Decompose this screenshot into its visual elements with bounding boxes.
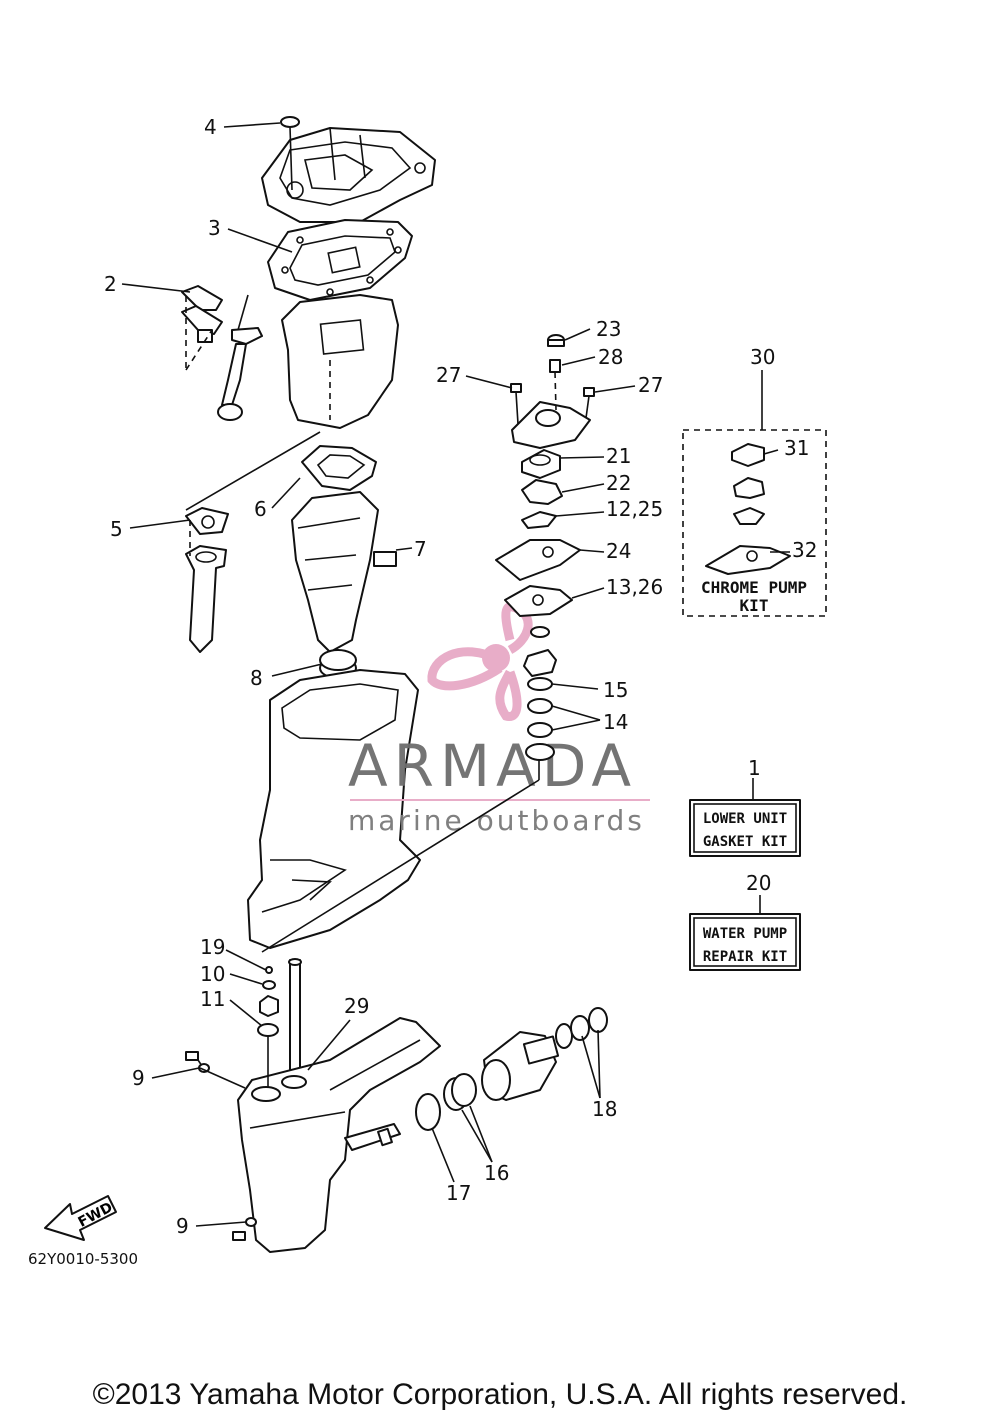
callout-6: 6 <box>254 497 267 521</box>
callout-30: 30 <box>750 345 775 369</box>
part-4-cap <box>280 116 300 191</box>
callout-11: 11 <box>200 987 225 1011</box>
callout-21: 21 <box>606 444 631 468</box>
water-kit-line1: WATER PUMP <box>703 926 787 942</box>
part-22-impeller <box>521 479 563 505</box>
copyright-notice: ©2013 Yamaha Motor Corporation, U.S.A. A… <box>92 1378 908 1411</box>
part-7-rubber <box>373 551 397 567</box>
lower-pump-parts <box>523 626 557 780</box>
callout-13-26: 13,26 <box>606 575 663 599</box>
part-13-26-gasket <box>504 585 573 617</box>
lower-kit-line2: GASKET KIT <box>703 834 787 850</box>
callout-12-25: 12,25 <box>606 497 663 521</box>
oil-pan <box>281 294 399 429</box>
part-17-oring <box>415 1093 441 1131</box>
callout-2: 2 <box>104 272 117 296</box>
callout-29: 29 <box>344 994 369 1018</box>
upper-casing <box>247 669 421 949</box>
callout-17: 17 <box>446 1181 471 1205</box>
callout-14: 14 <box>603 710 628 734</box>
callout-16: 16 <box>484 1161 509 1185</box>
part-9-screws <box>185 1051 257 1241</box>
part-6-gasket <box>301 445 377 491</box>
callout-28: 28 <box>598 345 623 369</box>
callout-8: 8 <box>250 666 263 690</box>
callout-9-top: 9 <box>132 1066 145 1090</box>
lower-unit-gasket-kit-box: LOWER UNIT GASKET KIT <box>689 778 801 857</box>
part-11-seal <box>257 995 279 1037</box>
callout-20: 20 <box>746 871 771 895</box>
part-5-exhaust-pipe <box>185 507 229 653</box>
upper-exhaust-chamber <box>291 491 379 653</box>
part-2-gaskets <box>181 285 223 371</box>
watermark-subtitle: marine outboards <box>348 804 645 837</box>
armada-logo-hub <box>482 644 510 672</box>
part-12-25-key <box>521 511 557 529</box>
part-10-screw <box>262 980 276 990</box>
callout-31: 31 <box>784 436 809 460</box>
callout-3: 3 <box>208 216 221 240</box>
chrome-pump-kit-box: CHROME PUMP KIT <box>682 370 827 617</box>
part-23-grommet <box>547 334 565 347</box>
callout-24: 24 <box>606 539 631 563</box>
part-3-gasket <box>267 219 413 301</box>
part-28-collar <box>549 359 561 373</box>
callout-19: 19 <box>200 935 225 959</box>
callout-1: 1 <box>748 756 761 780</box>
part-24-outer-plate <box>495 539 581 581</box>
propeller-shaft-housing <box>481 1031 560 1101</box>
callout-18: 18 <box>592 1097 617 1121</box>
callout-5: 5 <box>110 517 123 541</box>
armada-watermark: ARMADA marine outboards <box>348 602 650 837</box>
callout-23: 23 <box>596 317 621 341</box>
callout-15: 15 <box>603 678 628 702</box>
leader-shaft <box>261 779 540 953</box>
armada-propeller-logo <box>427 602 533 721</box>
callout-10: 10 <box>200 962 225 986</box>
leader-lines <box>121 122 790 1227</box>
callout-7: 7 <box>414 537 427 561</box>
callout-labels: 4 3 2 5 6 7 8 23 28 27 27 30 31 21 22 12… <box>104 115 817 1238</box>
chrome-kit-line2: KIT <box>740 596 769 615</box>
water-kit-line2: REPAIR KIT <box>703 949 787 965</box>
part-21-liner <box>521 449 561 479</box>
water-tube <box>217 294 263 421</box>
chrome-kit-line1: CHROME PUMP <box>701 578 807 597</box>
callout-27-right: 27 <box>638 373 663 397</box>
callout-22: 22 <box>606 471 631 495</box>
watermark-title: ARMADA <box>348 732 637 800</box>
callout-9-bottom: 9 <box>176 1214 189 1238</box>
document-number: 62Y0010-5300 <box>28 1250 138 1268</box>
exhaust-guide-part <box>261 127 436 223</box>
fwd-arrow-icon: FWD <box>44 1195 117 1241</box>
pump-housing <box>511 371 591 449</box>
callout-27-left: 27 <box>436 363 461 387</box>
callout-32: 32 <box>792 538 817 562</box>
gearcase <box>237 1017 441 1253</box>
lower-kit-line1: LOWER UNIT <box>703 811 787 827</box>
part-19-ball <box>265 966 273 974</box>
leader-5-up <box>185 431 321 511</box>
propeller-shaft <box>344 1123 401 1151</box>
part-27-bolts <box>510 383 595 425</box>
water-pump-repair-kit-box: WATER PUMP REPAIR KIT <box>689 895 801 971</box>
part-18-bearing-seals <box>555 1007 608 1049</box>
callout-4: 4 <box>204 115 217 139</box>
part-16-orings <box>443 1073 477 1111</box>
